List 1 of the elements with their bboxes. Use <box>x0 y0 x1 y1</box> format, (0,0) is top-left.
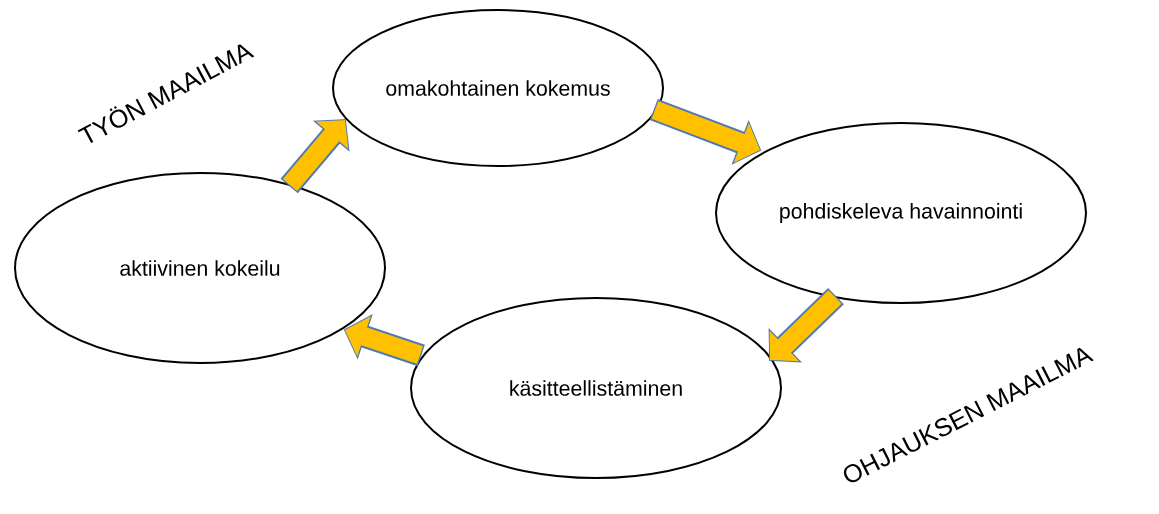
block-arrow <box>768 287 844 363</box>
